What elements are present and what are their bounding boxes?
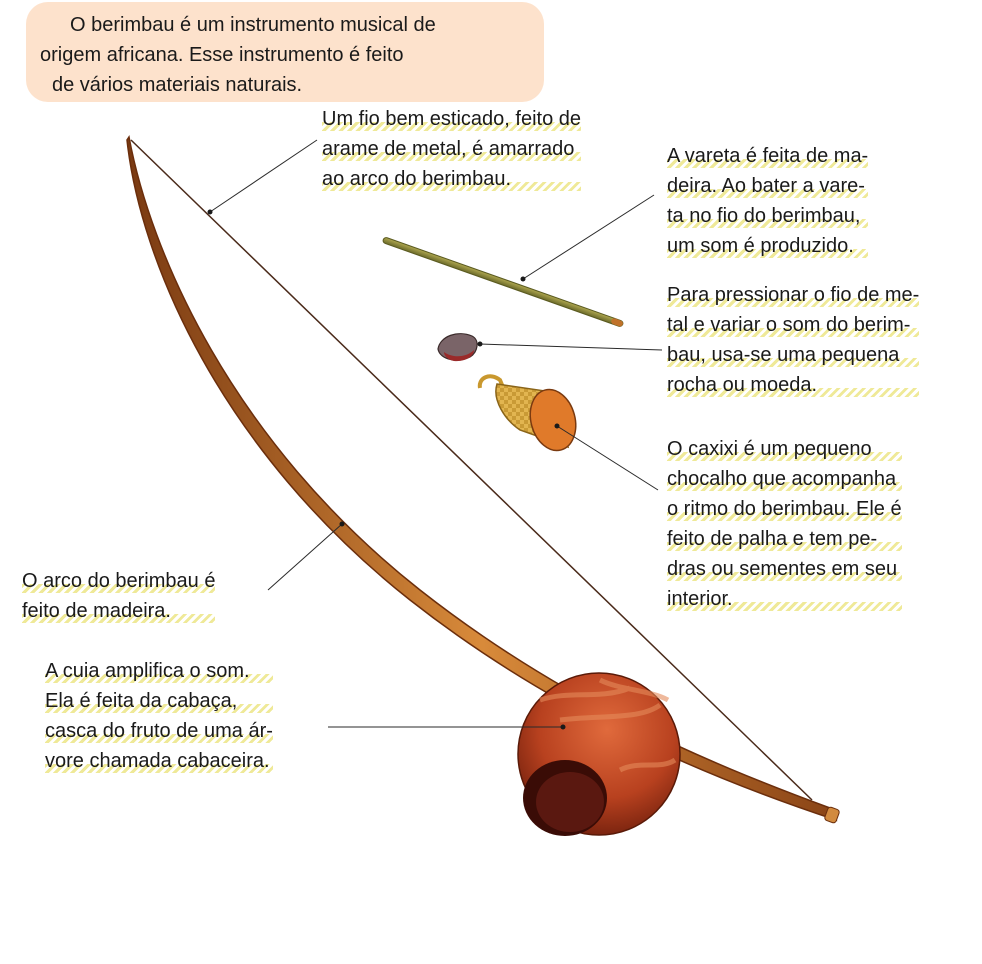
marker-dot	[554, 423, 560, 429]
label-line: o ritmo do berimbau. Ele é	[667, 494, 902, 524]
intro-line: origem africana. Esse instrumento é feit…	[40, 44, 404, 66]
label-line: bau, usa-se uma pequena	[667, 340, 920, 370]
label-line: vore chamada cabaceira.	[45, 746, 273, 776]
label-line: O caxixi é um pequeno	[667, 434, 902, 464]
label-line: interior.	[667, 584, 902, 614]
label-line: um som é produzido.	[667, 231, 869, 261]
leader-lines	[209, 139, 663, 728]
intro-line: de vários materiais naturais.	[52, 74, 303, 96]
label-line: chocalho que acompanha	[667, 464, 902, 494]
label-cuia: A cuia amplifica o som. Ela é feita da c…	[45, 656, 273, 776]
label-line: arame de metal, é amarrado	[322, 134, 582, 164]
label-line: Ela é feita da cabaça,	[45, 686, 273, 716]
label-fio: Um fio bem esticado, feito de arame de m…	[322, 104, 582, 194]
label-line: Um fio bem esticado, feito de	[322, 104, 582, 134]
intro-box: O berimbau é um instrumento musical de o…	[26, 2, 544, 102]
marker-dot	[339, 521, 345, 527]
label-line: A vareta é feita de ma-	[667, 141, 869, 171]
label-line: Para pressionar o fio de me-	[667, 280, 920, 310]
intro-line: O berimbau é um instrumento musical de	[70, 14, 436, 36]
marker-dot	[477, 341, 483, 347]
marker-dot	[560, 724, 566, 730]
label-line: tal e variar o som do berim-	[667, 310, 920, 340]
label-rocha: Para pressionar o fio de me- tal e varia…	[667, 280, 920, 400]
wire-string	[130, 139, 813, 801]
label-line: ta no fio do berimbau,	[667, 201, 869, 231]
label-line: feito de palha e tem pe-	[667, 524, 902, 554]
label-line: O arco do berimbau é	[22, 566, 216, 596]
label-line: deira. Ao bater a vare-	[667, 171, 869, 201]
label-caxixi: O caxixi é um pequeno chocalho que acomp…	[667, 434, 902, 614]
bow-tip	[824, 806, 840, 824]
label-line: casca do fruto de uma ár-	[45, 716, 273, 746]
label-arco: O arco do berimbau é feito de madeira.	[22, 566, 216, 626]
marker-dot	[520, 276, 526, 282]
label-vareta: A vareta é feita de ma- deira. Ao bater …	[667, 141, 869, 261]
rock-icon	[437, 333, 478, 362]
caxixi-icon	[477, 374, 577, 452]
label-line: feito de madeira.	[22, 596, 216, 626]
label-line: ao arco do berimbau.	[322, 164, 582, 194]
label-line: rocha ou moeda.	[667, 370, 920, 400]
marker-dot	[207, 209, 213, 215]
label-line: A cuia amplifica o som.	[45, 656, 273, 686]
gourd-icon	[517, 672, 681, 836]
label-line: dras ou sementes em seu	[667, 554, 902, 584]
stick-icon	[382, 237, 624, 327]
